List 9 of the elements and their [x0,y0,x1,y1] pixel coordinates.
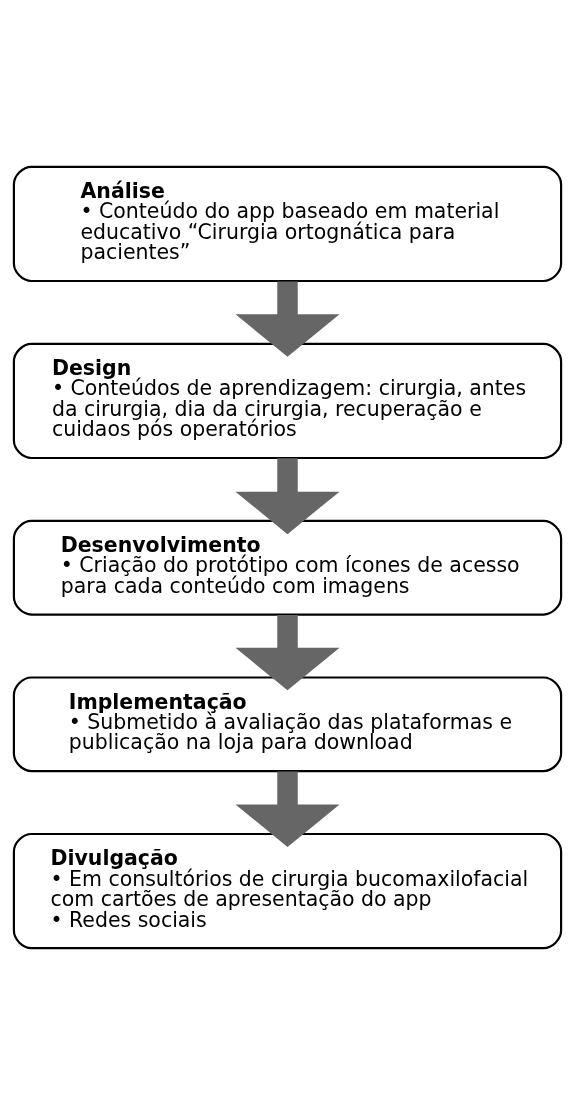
node-box: Análise • Conteúdo do app baseado em material educativo “Cirurgia ortognática para pacientes” [12,165,563,283]
node-box: Design • Conteúdos de aprendizagem: cirurgia, antes da cirurgia, dia da cirurgia, recuperação e cuidaos pós operatórios [12,342,563,460]
node-box: Divulgação • Em consultórios de cirurgia bucomaxilofacial com cartões de apresentação do app • Redes sociais [12,832,563,950]
node-box: Implementação • Submetido à avaliação das plataformas e publicação na loja para download [12,676,563,773]
node-box: Desenvolvimento • Criação do protótipo com ícones de acesso para cada conteúdo com imagens [12,519,563,616]
arrow [235,458,340,535]
arrow [235,771,340,847]
arrow [235,281,340,357]
arrow [235,614,340,691]
